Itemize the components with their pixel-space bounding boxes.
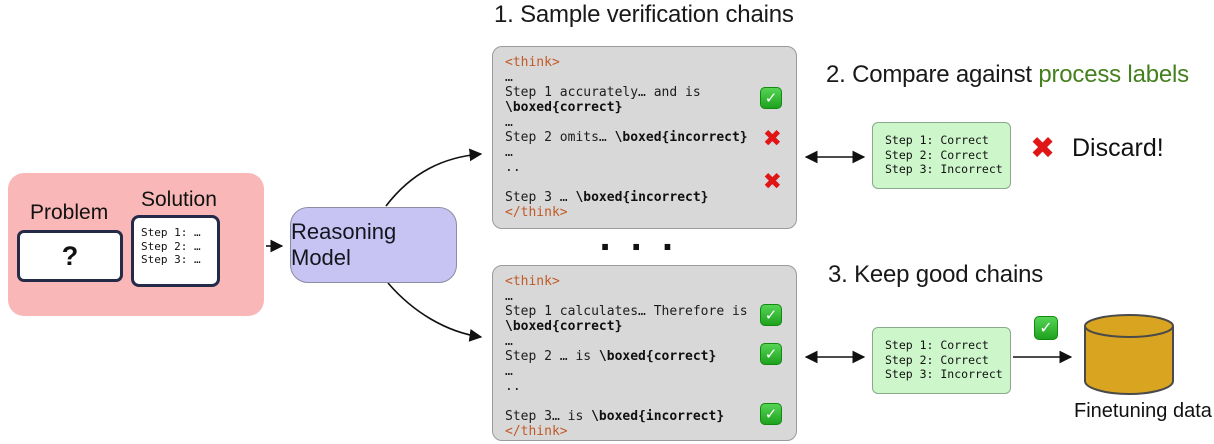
chain-line: <think> xyxy=(505,55,560,70)
chain-line: \boxed{correct} xyxy=(505,319,623,334)
heading-compare-prefix: 2. Compare against xyxy=(826,61,1039,88)
chain-line: … xyxy=(505,289,513,304)
text-line: Step 1: … xyxy=(141,226,201,239)
text-line: Step 1: Correct xyxy=(885,133,989,147)
solution-label: Solution xyxy=(141,188,217,211)
heading-compare-labels: 2. Compare against process labels xyxy=(826,61,1189,89)
database-icon xyxy=(1084,314,1174,396)
chain-line xyxy=(505,394,786,409)
heading-sample-chains: 1. Sample verification chains xyxy=(494,1,794,28)
discard-label: Discard! xyxy=(1072,134,1164,162)
chain-line: … xyxy=(505,115,513,130)
text-line: Step 3: Incorrect xyxy=(885,162,1003,176)
arrow-model-to-bottom-chain xyxy=(387,282,483,342)
chain-line: Step 1 accurately… and is✓ xyxy=(505,85,786,109)
check-icon: ✓ xyxy=(760,304,782,326)
chain-line: Step 3… is \boxed{incorrect}✓ xyxy=(505,403,786,425)
chain-line: <think> xyxy=(505,274,560,289)
verification-chain-bottom: <think>…Step 1 calculates… Therefore is✓… xyxy=(492,265,797,441)
chains-ellipsis: ··· xyxy=(599,228,693,266)
text-line: Step 2: Correct xyxy=(885,147,989,162)
chain-line: … xyxy=(505,364,513,379)
chain-line: … xyxy=(505,334,513,349)
chain-line: Step 3 … \boxed{incorrect} xyxy=(505,190,709,205)
cross-icon: ✖ xyxy=(762,126,782,152)
text-line: Step 2: … xyxy=(141,239,201,253)
verification-chain-top: <think>…Step 1 accurately… and is✓\boxed… xyxy=(492,46,797,229)
chain-line: … xyxy=(505,70,513,85)
chain-line: </think> xyxy=(505,424,568,439)
discard-cross-icon: ✖ xyxy=(1030,131,1056,166)
chain-line: Step 1 calculates… Therefore is✓ xyxy=(505,304,786,326)
problem-solution-panel: Problem ? Solution Step 1: …Step 2: …Ste… xyxy=(8,173,264,316)
question-mark: ? xyxy=(61,240,79,271)
text-line: Step 3: Incorrect xyxy=(885,367,1003,381)
problem-label: Problem xyxy=(30,201,109,224)
chain-line: Step 2 … is \boxed{correct}✓ xyxy=(505,343,786,365)
chain-line: </think> xyxy=(505,205,568,220)
chain-line: Step 2 omits… \boxed{incorrect}✖ xyxy=(505,126,782,152)
check-icon: ✓ xyxy=(760,87,782,109)
chain-line: \boxed{correct} xyxy=(505,100,623,115)
chain-line: .. xyxy=(505,379,521,394)
problem-box: ? xyxy=(17,230,123,282)
chain-line: … xyxy=(505,145,513,160)
solution-box: Step 1: …Step 2: …Step 3: … xyxy=(131,215,220,287)
cross-icon: ✖ xyxy=(762,169,782,195)
text-line: Step 3: … xyxy=(141,253,201,266)
chain-line: ✖ xyxy=(505,171,786,194)
reasoning-model-label: Reasoning Model xyxy=(291,219,397,270)
finetuning-data-label: Finetuning data xyxy=(1074,400,1212,422)
arrow-model-to-top-chain xyxy=(385,148,483,207)
text-line: Step 2: Correct xyxy=(885,352,989,367)
check-icon: ✓ xyxy=(760,403,782,425)
text-line: Step 1: Correct xyxy=(885,338,989,352)
check-icon: ✓ xyxy=(760,343,782,365)
heading-compare-highlight: process labels xyxy=(1038,61,1189,88)
keep-check-icon: ✓ xyxy=(1034,316,1058,340)
reasoning-model-box: Reasoning Model xyxy=(290,207,457,283)
chain-line: .. xyxy=(505,160,521,175)
heading-keep-chains: 3. Keep good chains xyxy=(828,261,1044,288)
